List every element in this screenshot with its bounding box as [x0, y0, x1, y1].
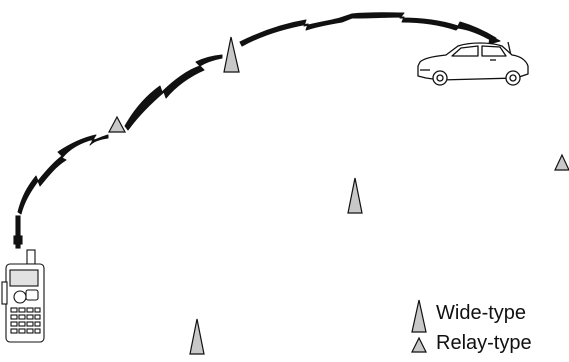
radio-dial	[13, 290, 27, 304]
car-window-front	[451, 45, 479, 57]
radio-link-path	[17, 12, 501, 215]
radio-knob	[26, 249, 36, 265]
radio-link-segment-3	[239, 12, 497, 47]
handheld-radio-icon	[1, 215, 45, 343]
car-icon	[417, 41, 529, 86]
wide-type-repeater-icon	[189, 318, 205, 355]
radio-antenna-base	[13, 235, 23, 245]
legend	[411, 299, 427, 353]
radio-display	[9, 269, 39, 287]
wide-type-repeaters	[189, 36, 363, 355]
radio-antenna	[15, 215, 21, 249]
radio-side-key	[1, 281, 8, 305]
car-hub-rear	[509, 74, 517, 82]
legend-relay-symbol	[411, 336, 427, 353]
relay-type-repeaters	[108, 115, 569, 171]
wide-type-repeater-icon	[223, 36, 240, 73]
legend-relay-label: Relay-type	[436, 332, 532, 354]
radio-link-segment-1	[17, 134, 109, 215]
wide-type-repeater-icon	[347, 177, 363, 214]
relay-type-repeater-icon	[108, 115, 126, 133]
legend-wide-label: Wide-type	[436, 302, 527, 324]
radio-link-arrowhead	[488, 35, 501, 45]
car-window-rear	[481, 45, 507, 57]
car-hub-front	[436, 74, 444, 82]
radio-keypad	[10, 307, 41, 334]
relay-type-repeater-icon	[554, 153, 569, 171]
radio-top-keys	[25, 289, 39, 301]
legend-wide-symbol	[411, 299, 427, 333]
radio-link-segment-2	[124, 54, 223, 131]
